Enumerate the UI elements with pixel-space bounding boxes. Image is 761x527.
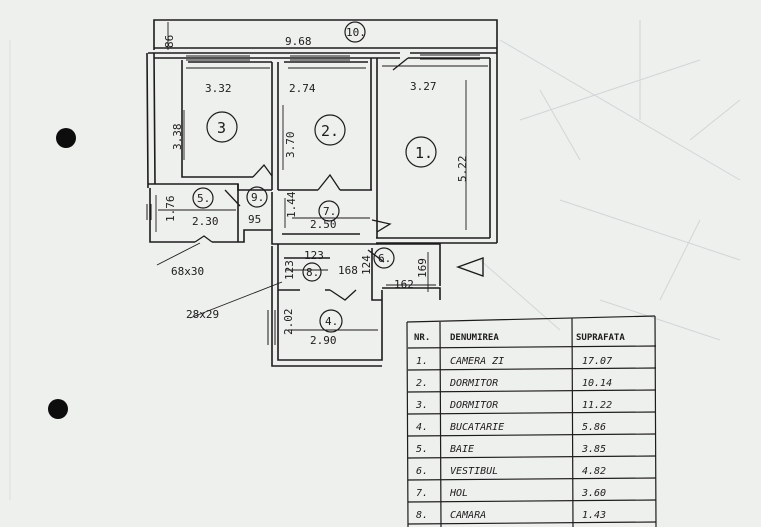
room-marker-5	[192, 187, 214, 209]
room-label-5: 5.	[197, 192, 210, 205]
dim-width-room1: 3.27	[410, 80, 437, 93]
dimension-labels: 86 9.68 3.32 2.74 3.27 3.38 3.70 5.22 1.…	[163, 35, 469, 347]
table-cell-nr: 1.	[416, 356, 428, 367]
windows	[146, 54, 480, 345]
background-show-through	[9, 20, 741, 500]
dim-room6-left: 124	[360, 255, 373, 275]
table-cell-nr: 6.	[416, 466, 428, 477]
table-cell-name: DORMITOR	[449, 400, 498, 411]
dim-vent-1: 68x30	[171, 265, 204, 278]
area-table	[406, 315, 657, 527]
table-header-nr: NR.	[414, 333, 430, 343]
table-cell-nr: 2.	[416, 378, 428, 389]
table-cell-nr: 5.	[416, 444, 428, 455]
dim-width-room5: 2.30	[192, 215, 219, 228]
table-cell-name: CAMERA ZI	[450, 356, 504, 367]
room-marker-7	[318, 200, 340, 222]
room-label-8: 8.	[306, 266, 319, 279]
dim-width-room4: 2.90	[310, 334, 337, 347]
room-label-9: 9.	[251, 191, 264, 204]
table-cell-name: VESTIBUL	[450, 466, 498, 477]
dim-overall-width: 9.68	[285, 35, 312, 48]
room-label-6: 6.	[378, 252, 391, 265]
dim-height-room3: 3.38	[171, 124, 184, 151]
dim-height-room5: 1.76	[164, 196, 177, 223]
table-cell-area: 4.82	[582, 466, 606, 477]
dim-width-room7: 2.50	[310, 218, 337, 231]
room-marker-3	[206, 111, 238, 143]
room-label-4: 4.	[325, 315, 338, 328]
room-marker-8	[302, 262, 322, 282]
room-marker-6	[373, 247, 395, 269]
room-marker-10	[344, 21, 366, 43]
area-table-headers: NR. DENUMIREA SUPRAFATA	[414, 333, 625, 343]
dim-width-room3: 3.32	[205, 82, 232, 95]
table-cell-nr: 7.	[416, 488, 428, 499]
dim-height-room4: 2.02	[282, 309, 295, 336]
table-cell-area: 17.07	[582, 356, 612, 367]
room-label-1: 1.	[415, 144, 433, 162]
dim-height-room8: 123	[283, 260, 296, 280]
table-cell-area: 3.85	[581, 444, 606, 455]
punch-hole-bottom	[48, 399, 68, 419]
dim-room8-top: 123	[304, 249, 324, 262]
table-cell-area: 10.14	[582, 378, 612, 389]
room-marker-1	[405, 136, 437, 168]
table-cell-name: CAMARA	[450, 510, 486, 521]
room-markers	[192, 21, 437, 333]
dim-vent-2: 28x29	[186, 308, 219, 321]
room-label-2: 2.	[321, 122, 339, 140]
room-marker-9	[246, 186, 268, 208]
dim-width-room6: 162	[394, 278, 414, 291]
dim-balcony-depth: 86	[163, 35, 176, 48]
table-cell-nr: 8.	[416, 510, 428, 521]
area-table-rows: 1. CAMERA ZI 17.07 2. DORMITOR 10.14 3. DORMITO…	[415, 356, 612, 521]
table-cell-nr: 3.	[415, 400, 428, 411]
plan-walls	[146, 19, 498, 367]
table-cell-name: HOL	[449, 488, 468, 499]
dim-height-room9: 1.44	[285, 191, 298, 218]
table-cell-area: 1.43	[582, 510, 606, 521]
room-labels: 1. 2. 3 4. 5. 6. 7. 8. 9. 10.	[197, 26, 433, 328]
table-cell-name: DORMITOR	[449, 378, 498, 389]
room-marker-2	[314, 114, 346, 146]
dim-width-room9: 95	[248, 213, 261, 226]
table-cell-name: BUCATARIE	[450, 422, 504, 433]
room-label-7: 7.	[323, 205, 336, 218]
dim-height-room1: 5.22	[456, 156, 469, 183]
table-cell-nr: 4.	[416, 422, 428, 433]
dim-room6-right: 169	[416, 258, 429, 278]
table-cell-area: 3.60	[581, 488, 606, 499]
dim-width-room2: 2.74	[289, 82, 316, 95]
table-header-area: SUPRAFATA	[576, 333, 625, 343]
table-cell-area: 11.22	[582, 400, 612, 411]
dim-width-room8: 168	[338, 264, 358, 277]
punch-hole-top	[56, 128, 76, 148]
dim-height-room2: 3.70	[284, 132, 297, 159]
room-marker-4	[319, 309, 343, 333]
table-cell-name: BAIE	[450, 444, 474, 455]
doors	[194, 57, 484, 301]
room-label-10: 10.	[346, 26, 366, 39]
table-cell-area: 5.86	[582, 422, 606, 433]
room-label-3: 3	[217, 119, 226, 137]
table-header-name: DENUMIREA	[450, 333, 499, 343]
